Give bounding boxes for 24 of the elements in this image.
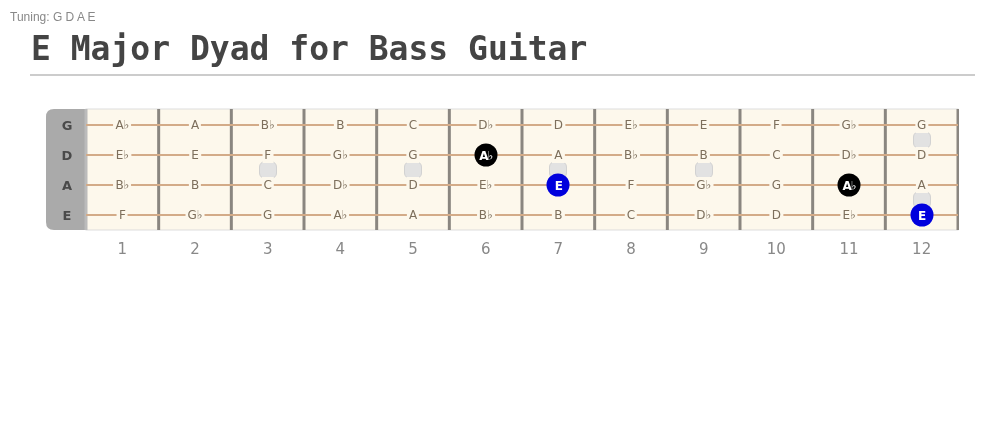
fret-number: 10 xyxy=(766,240,786,258)
fret-number: 11 xyxy=(839,240,859,258)
note-name: A xyxy=(552,147,565,163)
tuning-label: Tuning: G D A E xyxy=(10,10,96,24)
fret-number: 9 xyxy=(698,240,709,258)
note-name: G xyxy=(406,147,420,163)
fret-number: 7 xyxy=(553,240,564,258)
fret-number: 8 xyxy=(626,240,636,258)
fret-number: 4 xyxy=(335,240,346,258)
fret-number: 5 xyxy=(408,240,418,258)
string-name: E xyxy=(62,207,72,223)
fret-number: 1 xyxy=(117,240,128,258)
string-name: G xyxy=(61,117,73,133)
note-name: F xyxy=(262,147,274,163)
title: E Major Dyad for Bass Guitar xyxy=(31,32,588,65)
note-name: B xyxy=(697,147,710,163)
string-name: A xyxy=(61,177,73,193)
fret-number: 12 xyxy=(912,240,932,258)
fret-number: 3 xyxy=(262,240,273,258)
note-name: A xyxy=(915,177,928,193)
fret-number: 2 xyxy=(190,240,200,258)
note-name: G xyxy=(915,117,929,133)
fret-number: 6 xyxy=(480,240,491,258)
string-name: D xyxy=(61,147,73,163)
